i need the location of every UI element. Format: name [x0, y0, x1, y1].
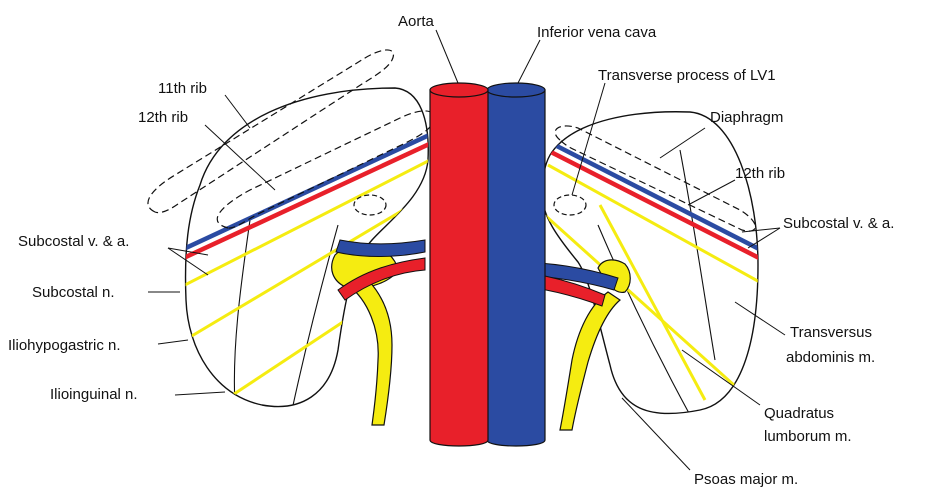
left-abdominal-wall [147, 49, 435, 408]
leader-11th-rib [224, 94, 251, 129]
label-aorta: Aorta [398, 13, 435, 30]
leader-subcostal-left-a [167, 247, 209, 256]
leader-quadratus [681, 349, 761, 406]
left-muscle-line-2 [291, 224, 339, 407]
right-12th-rib [554, 125, 756, 232]
right-abdominal-wall [541, 111, 759, 415]
left-12th-rib [216, 110, 435, 229]
label-subcostal-n: Subcostal n. [32, 284, 115, 301]
left-renal-artery [337, 257, 426, 301]
right-muscle-line-2 [679, 149, 716, 361]
leader-iliohypogastric-n [157, 339, 189, 345]
leader-12th-rib-left [204, 124, 276, 191]
left-muscle-line-1 [233, 219, 251, 406]
left-iliohypogastric-nerve [185, 198, 421, 342]
right-psoas-nerve-roots [559, 259, 631, 431]
label-iliohypogastric-n: Iliohypogastric n. [8, 337, 121, 354]
label-subcostal-va-left: Subcostal v. & a. [18, 233, 129, 250]
leader-ivc [517, 39, 541, 84]
right-subcostal-artery [543, 146, 758, 264]
label-12th-rib-left: 12th rib [138, 109, 188, 126]
left-psoas-lower [346, 279, 393, 426]
right-ilioinguinal-nerve [598, 204, 707, 401]
right-wall-outline [541, 111, 759, 415]
left-ilioinguinal-nerve [224, 310, 359, 402]
label-transversus-line2: abdominis m. [786, 349, 875, 366]
left-subcostal-vein [185, 127, 429, 256]
great-vessels [335, 82, 619, 447]
label-transverse-process: Transverse process of LV1 [598, 67, 776, 84]
label-psoas: Psoas major m. [694, 471, 798, 488]
leader-transversus [734, 301, 786, 336]
leader-ilioinguinal-n [174, 391, 226, 396]
left-renal-vein [335, 239, 426, 257]
label-12th-rib-right: 12th rib [735, 165, 785, 182]
aorta-vessel [429, 89, 489, 447]
right-psoas-lower [559, 291, 621, 431]
right-muscle-line-1 [597, 224, 691, 414]
leader-diaphragm [659, 127, 706, 159]
ivc-top [486, 82, 546, 98]
inferior-vena-cava [486, 89, 546, 447]
leader-lines [148, 29, 786, 471]
right-subcostal-vein [543, 137, 758, 255]
leader-12th-rib-right [687, 179, 736, 206]
label-ilioinguinal-n: Ilioinguinal n. [50, 386, 138, 403]
right-iliohypogastric-nerve [541, 198, 747, 397]
label-diaphragm: Diaphragm [710, 109, 783, 126]
leader-subcostal-right-b [747, 227, 781, 249]
label-quadratus-line1: Quadratus [764, 405, 834, 422]
leader-transverse-process [571, 82, 606, 196]
leader-aorta [435, 29, 459, 84]
right-subcostal-nerve [547, 163, 758, 287]
left-subcostal-nerve [185, 153, 429, 292]
label-11th-rib: 11th rib [158, 80, 207, 97]
label-inferior-vena-cava: Inferior vena cava [537, 24, 657, 41]
left-11th-rib [147, 49, 394, 214]
left-subcostal-artery [185, 136, 429, 265]
right-transverse-process [553, 194, 587, 216]
label-subcostal-va-right: Subcostal v. & a. [783, 215, 894, 232]
leader-subcostal-right-a [741, 227, 781, 233]
left-transverse-process [353, 194, 387, 216]
leader-subcostal-left-b [167, 247, 209, 276]
labels: Aorta Inferior vena cava Transverse proc… [8, 13, 894, 488]
leader-psoas [621, 397, 691, 471]
label-transversus-line1: Transversus [790, 324, 872, 341]
aorta-top [429, 82, 489, 98]
label-quadratus-line2: lumborum m. [764, 428, 852, 445]
